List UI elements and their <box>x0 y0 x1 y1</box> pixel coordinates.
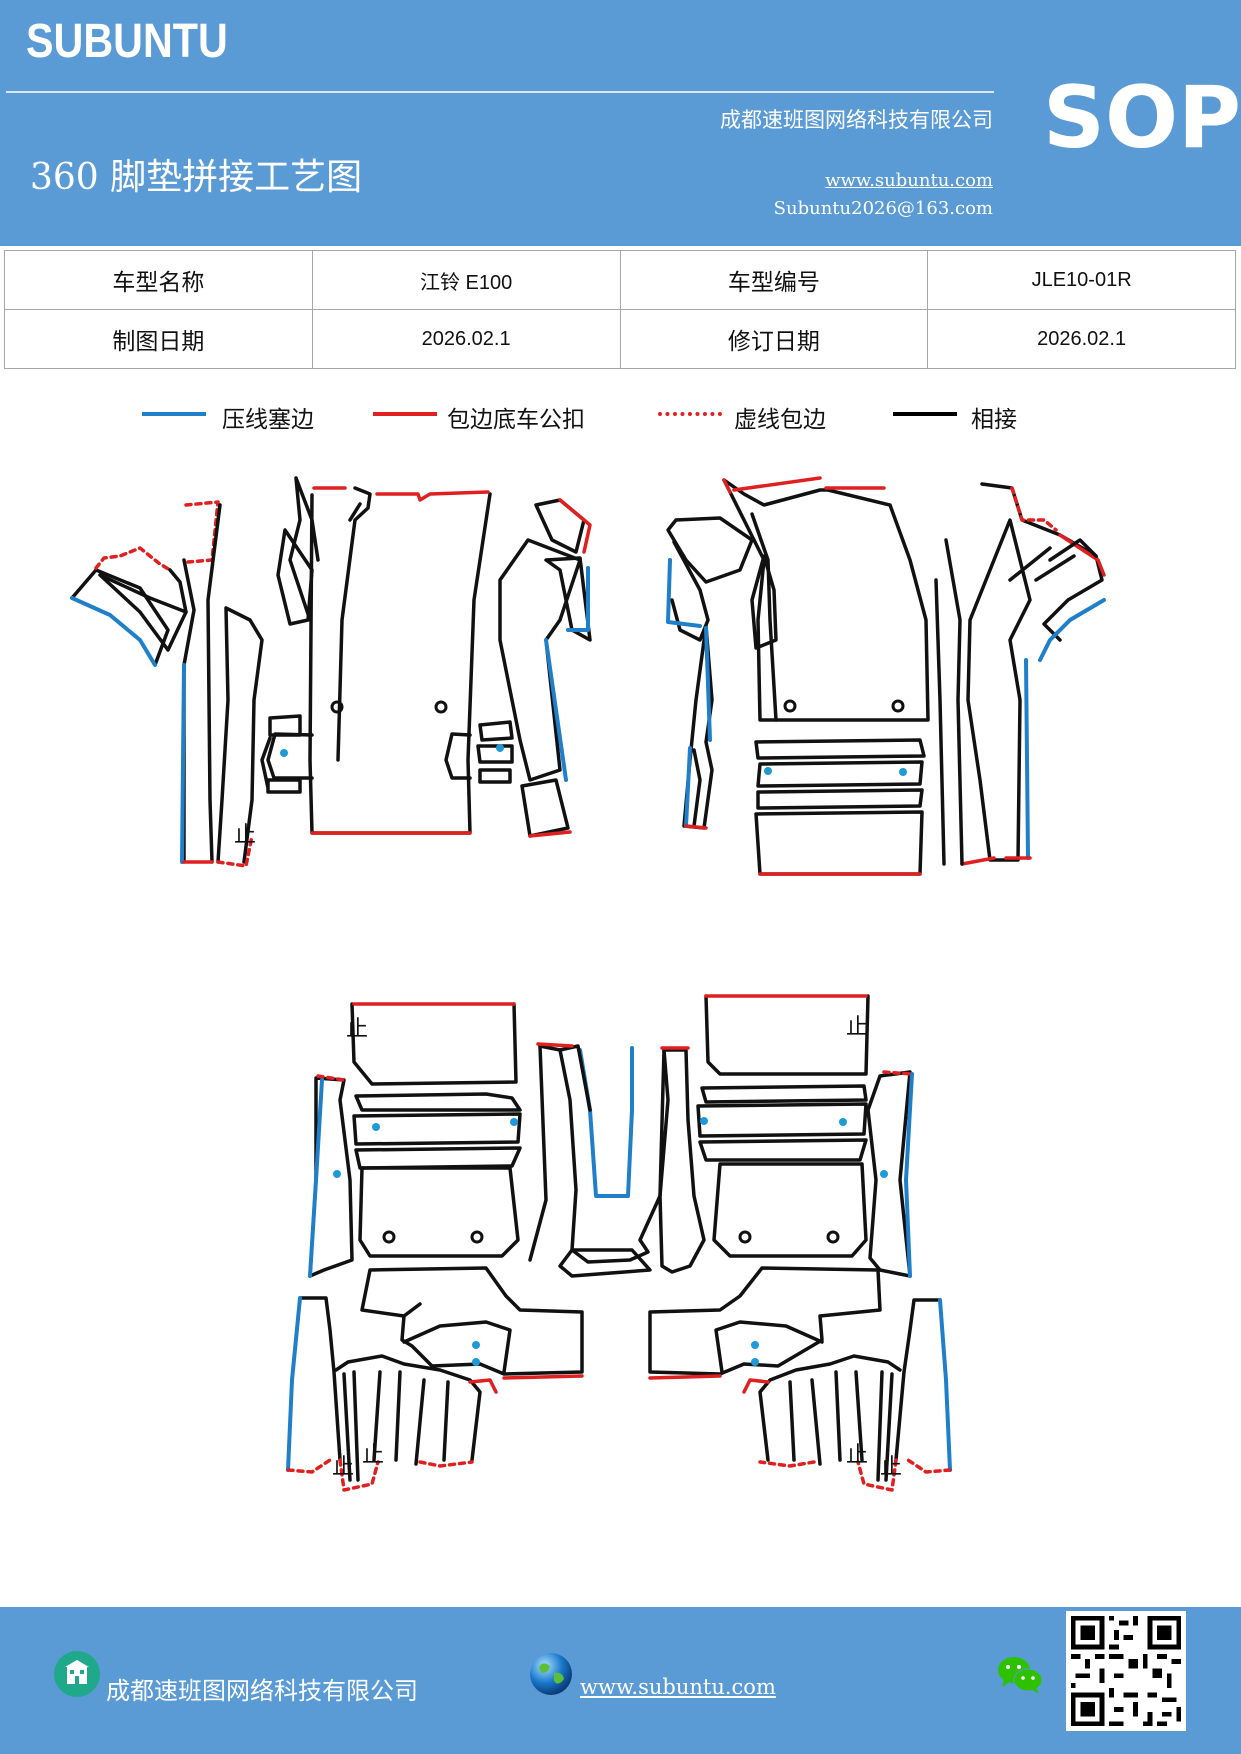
legend-swatch-blue <box>142 412 206 416</box>
revise-date-label: 修订日期 <box>619 309 929 369</box>
legend-label: 相接 <box>971 407 1017 433</box>
page-title: 360 脚垫拼接工艺图 <box>30 157 363 198</box>
stop-mark: 止 <box>846 1015 868 1040</box>
legend-swatch-black <box>893 412 957 416</box>
bottom-right-mat-set: 止 止 止 <box>648 994 952 1492</box>
stop-mark: 止 <box>234 823 256 848</box>
qr-code <box>1066 1611 1186 1731</box>
stop-mark: 止 <box>346 1017 368 1042</box>
vehicle-info-table: 车型名称 江铃 E100 车型编号 JLE10-01R 制图日期 2026.02… <box>4 250 1236 369</box>
stop-mark: 止 <box>362 1443 384 1468</box>
header-email: Subuntu2026@163.com <box>773 198 993 219</box>
model-code-value: JLE10-01R <box>927 250 1236 310</box>
wechat-icon[interactable] <box>996 1653 1044 1697</box>
building-icon <box>54 1651 100 1697</box>
header-company: 成都速班图网络科技有限公司 <box>720 108 993 132</box>
table-row: 车型名称 江铃 E100 车型编号 JLE10-01R <box>4 250 1236 310</box>
legend-label: 虚线包边 <box>734 407 826 433</box>
stop-mark: 止 <box>846 1443 868 1468</box>
floor-mat-diagram: .k { stroke:#111; stroke-width:3.5; } .b… <box>70 476 1106 1492</box>
footer-banner: 成都速班图网络科技有限公司 www.subuntu.com <box>0 1607 1241 1754</box>
revise-date-value: 2026.02.1 <box>927 309 1236 369</box>
table-row: 制图日期 2026.02.1 修订日期 2026.02.1 <box>4 309 1236 369</box>
legend-swatch-red-dotted <box>658 412 722 416</box>
header-website-link[interactable]: www.subuntu.com <box>825 170 993 191</box>
stop-mark: 止 <box>332 1455 354 1480</box>
footer-website-link[interactable]: www.subuntu.com <box>580 1675 776 1699</box>
model-code-label: 车型编号 <box>619 250 929 310</box>
legend-label: 压线塞边 <box>222 407 314 433</box>
stop-mark: 止 <box>880 1455 902 1480</box>
footer-company: 成都速班图网络科技有限公司 <box>106 1677 418 1705</box>
header-banner: SUBUNTU 成都速班图网络科技有限公司 360 脚垫拼接工艺图 www.su… <box>0 0 1241 246</box>
top-left-mat-set: 止 <box>70 476 592 868</box>
globe-icon <box>528 1651 574 1697</box>
legend-label: 包边底车公扣 <box>447 407 585 433</box>
header-divider <box>6 91 994 93</box>
draw-date-label: 制图日期 <box>4 309 313 369</box>
top-right-mat-set <box>666 476 1106 876</box>
draw-date-value: 2026.02.1 <box>311 309 621 369</box>
bottom-left-mat-set: 止 止 止 <box>286 1002 670 1492</box>
model-name-value: 江铃 E100 <box>311 250 621 310</box>
legend-swatch-red <box>373 412 437 416</box>
brand-logo: SUBUNTU <box>26 15 228 68</box>
sop-badge: SOP <box>1043 68 1241 168</box>
model-name-label: 车型名称 <box>4 250 313 310</box>
